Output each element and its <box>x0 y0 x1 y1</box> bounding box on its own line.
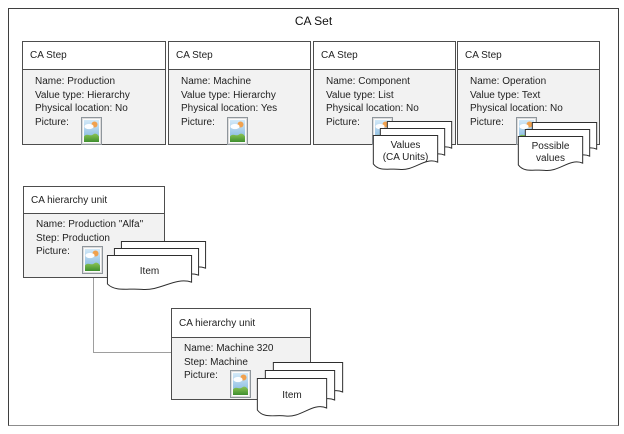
connector-vertical <box>93 278 94 352</box>
ca-hierarchy-unit-body: Name: Machine 320 Step: Machine Picture: <box>172 338 310 398</box>
doc-stack-label-line: Item <box>139 265 160 277</box>
doc-stack-values: Values (CA Units) <box>373 121 452 179</box>
doc-stack-item-2: Item <box>257 362 345 424</box>
step-value-type: Value type: Hierarchy <box>181 89 276 101</box>
document-sheet-front <box>257 378 327 420</box>
ca-step-body: Name: Machine Value type: Hierarchy Phys… <box>169 70 310 145</box>
document-sheet-front <box>373 135 438 173</box>
step-value-type: Value type: Text <box>470 89 541 101</box>
step-physical-location: Physical location: No <box>35 103 128 114</box>
doc-stack-label: Item <box>257 378 327 414</box>
step-name: Name: Machine <box>181 76 252 87</box>
ca-step-box-machine: CA Step Name: Machine Value type: Hierar… <box>168 41 311 145</box>
doc-stack-label-line: values <box>536 152 565 164</box>
ca-step-header: CA Step <box>458 42 599 70</box>
ca-step-body: Name: Operation Value type: Text Physica… <box>458 70 599 145</box>
step-picture-label: Picture: <box>181 116 215 128</box>
ca-step-header: CA Step <box>23 42 165 70</box>
step-picture-label: Picture: <box>470 116 504 128</box>
doc-stack-label-line: Possible <box>531 140 570 152</box>
step-name: Name: Operation <box>470 76 547 87</box>
ca-hierarchy-unit-header: CA hierarchy unit <box>24 187 164 214</box>
unit-step: Step: Production <box>36 232 110 244</box>
doc-stack-possible-values: Possible values <box>518 122 597 180</box>
step-picture-label: Picture: <box>326 116 360 128</box>
ca-hierarchy-unit-body: Name: Production "Alfa" Step: Production… <box>24 214 164 274</box>
step-picture-label: Picture: <box>35 116 69 128</box>
doc-stack-label-line: Values <box>390 139 421 151</box>
picture-icon <box>229 370 251 398</box>
picture-icon <box>80 116 102 145</box>
ca-set-title: CA Set <box>294 14 333 28</box>
unit-step: Step: Machine <box>184 356 248 368</box>
unit-picture-label: Picture: <box>36 246 70 257</box>
picture-icon <box>81 246 103 274</box>
step-value-type: Value type: Hierarchy <box>35 89 130 101</box>
step-physical-location: Physical location: Yes <box>181 103 278 114</box>
ca-step-body: Name: Production Value type: Hierarchy P… <box>23 70 165 145</box>
picture-icon <box>226 116 248 145</box>
doc-stack-item-1: Item <box>107 241 206 299</box>
ca-step-header: CA Step <box>169 42 310 70</box>
ca-step-box-production: CA Step Name: Production Value type: Hie… <box>22 41 166 145</box>
unit-name: Name: Machine 320 <box>184 343 274 354</box>
doc-stack-label: Values (CA Units) <box>373 135 438 168</box>
doc-stack-label-line: Item <box>282 390 302 401</box>
ca-hierarchy-unit-header: CA hierarchy unit <box>172 309 310 338</box>
document-sheet-front <box>518 136 583 174</box>
ca-step-header: CA Step <box>314 42 455 70</box>
step-physical-location: Physical location: No <box>470 103 563 114</box>
unit-picture-label: Picture: <box>184 370 218 381</box>
document-sheet-front <box>107 255 192 293</box>
step-value-type: Value type: List <box>326 89 394 101</box>
connector-horizontal <box>93 352 171 353</box>
unit-name: Name: Production "Alfa" <box>36 219 144 230</box>
step-name: Name: Production <box>35 76 116 87</box>
doc-stack-label: Possible values <box>518 136 583 169</box>
step-name: Name: Component <box>326 76 410 87</box>
doc-stack-label-line: (CA Units) <box>382 151 429 163</box>
doc-stack-label: Item <box>107 255 192 288</box>
ca-step-body: Name: Component Value type: List Physica… <box>314 70 455 145</box>
step-physical-location: Physical location: No <box>326 103 419 114</box>
